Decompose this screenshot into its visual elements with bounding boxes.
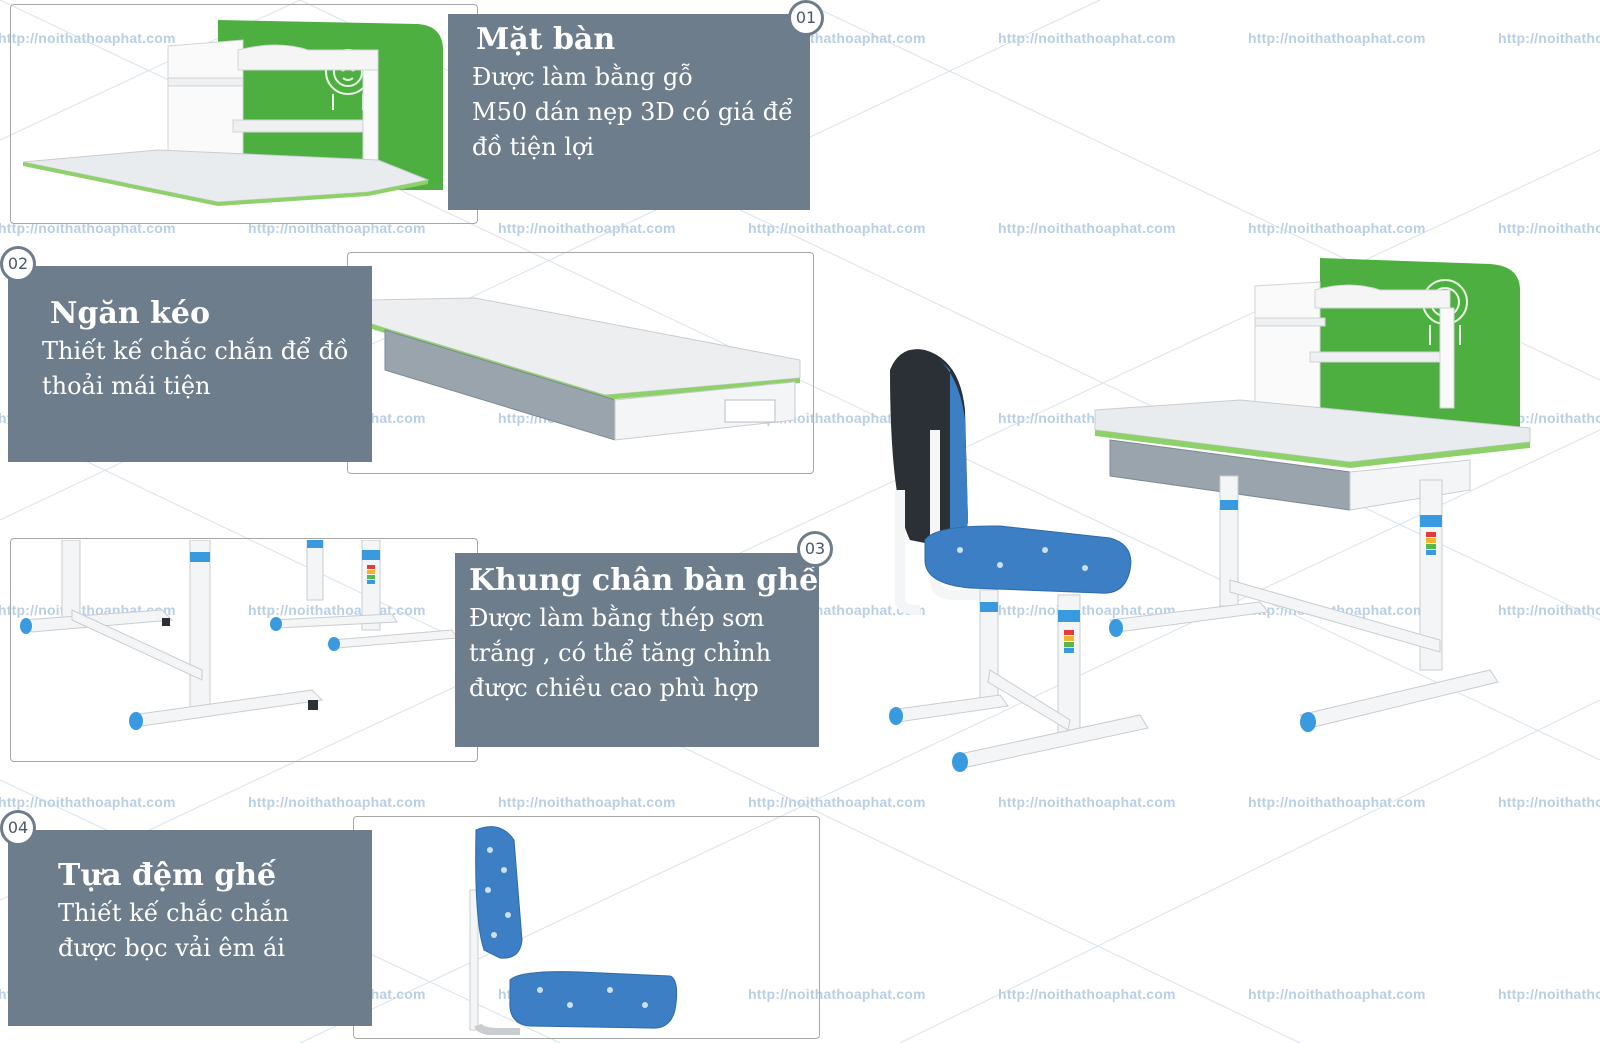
feature-3-title: Khung chân bàn ghế <box>469 563 819 598</box>
watermark-text: http://noithathoaphat.com <box>1498 220 1600 236</box>
watermark-text: http://noithathoaphat.com <box>1498 410 1600 426</box>
watermark-text: http://noithathoaphat.com <box>1248 986 1426 1002</box>
seat-backrest-illustration <box>469 826 678 1035</box>
watermark-text: http://noithathoaphat.com <box>498 220 676 236</box>
watermark-text: http://noithathoaphat.com <box>998 220 1176 236</box>
feature-1-description: Được làm bằng gỗ M50 dán nẹp 3D có giá đ… <box>472 63 793 161</box>
watermark-text: http://noithathoaphat.com <box>1248 30 1426 46</box>
feature-3-description: Được làm bằng thép sơn trắng , có thể tă… <box>469 604 772 702</box>
watermark-text: http://noithathoaphat.com <box>1498 986 1600 1002</box>
watermark-text: http://noithathoaphat.com <box>748 794 926 810</box>
feature-4-number-badge: 04 <box>0 810 36 846</box>
feature-2-description: Thiết kế chắc chắn để đồ thoải mái tiện <box>42 337 349 400</box>
watermark-text: http://noithathoaphat.com <box>1248 220 1426 236</box>
frame-legs-illustration <box>20 540 458 730</box>
watermark-text: http://noithathoaphat.com <box>248 220 426 236</box>
watermark-text: http://noithathoaphat.com <box>998 602 1176 618</box>
feature-4-text-panel: Tựa đệm ghế Thiết kế chắc chắn được bọc … <box>8 830 372 1026</box>
feature-4-title: Tựa đệm ghế <box>58 858 277 893</box>
desk-top-illustration <box>22 20 443 206</box>
watermark-text: http://noithathoaphat.com <box>0 30 176 46</box>
watermark-text: http://noithathoaphat.com <box>0 220 176 236</box>
watermark-text: http://noithathoaphat.com <box>248 794 426 810</box>
watermark-text: http://noithathoaphat.com <box>0 794 176 810</box>
feature-2-title: Ngăn kéo <box>50 296 210 331</box>
watermark-text: http://noithathoaphat.com <box>498 794 676 810</box>
drawer-illustration <box>364 297 801 441</box>
feature-1-title: Mặt bàn <box>476 22 616 57</box>
desk-and-chair-illustration <box>889 258 1531 772</box>
feature-3-text-panel: Khung chân bàn ghế Được làm bằng thép sơ… <box>455 553 819 747</box>
watermark-text: http://noithathoaphat.com <box>998 794 1176 810</box>
watermark-text: http://noithathoaphat.com <box>248 602 426 618</box>
watermark-text: http://noithathoaphat.com <box>998 986 1176 1002</box>
feature-2-number-badge: 02 <box>0 246 36 282</box>
watermark-text: http://noithathoaphat.com <box>1498 30 1600 46</box>
feature-1-number-badge: 01 <box>788 0 824 36</box>
feature-1-text-panel: Mặt bàn Được làm bằng gỗ M50 dán nẹp 3D … <box>448 14 810 210</box>
watermark-text: http://noithathoaphat.com <box>748 986 926 1002</box>
watermark-text: http://noithathoaphat.com <box>1498 602 1600 618</box>
feature-3-number-badge: 03 <box>797 531 833 567</box>
watermark-text: http://noithathoaphat.com <box>1498 794 1600 810</box>
watermark-text: http://noithathoaphat.com <box>748 220 926 236</box>
feature-2-text-panel: Ngăn kéo Thiết kế chắc chắn để đồ thoải … <box>8 266 372 462</box>
watermark-text: http://noithathoaphat.com <box>998 30 1176 46</box>
feature-4-description: Thiết kế chắc chắn được bọc vải êm ái <box>58 899 290 962</box>
watermark-text: http://noithathoaphat.com <box>1248 794 1426 810</box>
